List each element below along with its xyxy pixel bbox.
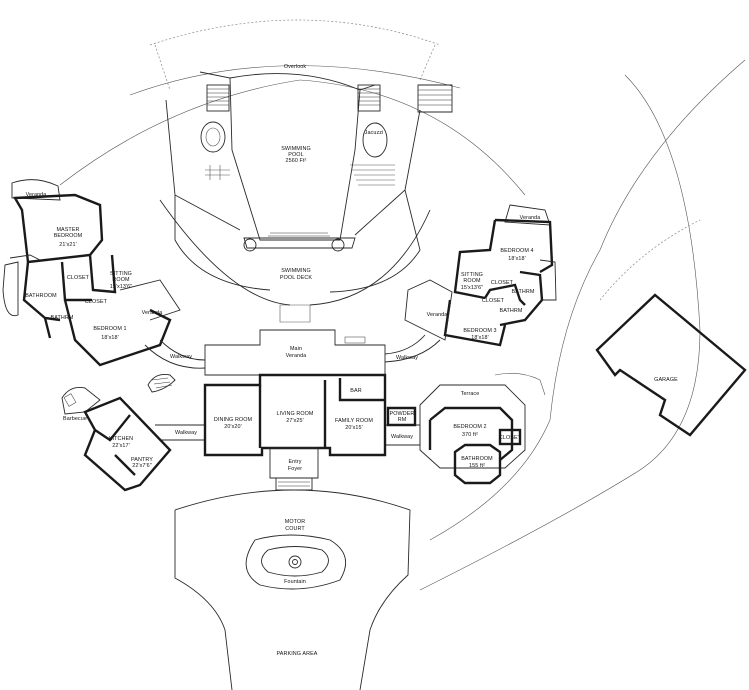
east-sitting-label-2: ROOM	[463, 278, 481, 284]
trellis-right	[350, 164, 395, 186]
bar-label: BAR	[350, 388, 361, 394]
bedroom3-size: 18'x18'	[471, 335, 488, 341]
master-bedroom-label-2: BEDROOM	[54, 233, 83, 239]
bedroom3-label: BEDROOM 3	[463, 328, 496, 334]
family-room-label: FAMILY ROOM	[335, 418, 373, 424]
master-closet-label: CLOSET	[67, 275, 90, 281]
master-closet2-label: CLOSET	[85, 299, 108, 305]
east-bathrm2-label: BATHRM	[500, 308, 523, 314]
motor-court: MOTOR COURT Fountain PARKING AREA	[174, 489, 411, 690]
planter-pool-right	[331, 238, 345, 252]
master-bathroom-label: BATHROOM	[25, 293, 57, 299]
bar-counter	[344, 336, 366, 344]
kitchen-size: 22'x17'	[112, 443, 129, 449]
entry-label-1: Entry	[288, 459, 301, 465]
planter-left-inner	[205, 127, 221, 147]
bedroom2-label: BEDROOM 2	[453, 424, 486, 430]
master-sitting-label-2: ROOM	[112, 277, 130, 283]
living-room-label: LIVING ROOM	[276, 411, 313, 417]
kitchen-label: KITCHEN	[109, 436, 133, 442]
spiral-stair	[147, 374, 176, 393]
pool-deck-label-1: SWIMMING	[281, 268, 311, 274]
east-veranda-top-label: Veranda	[520, 215, 541, 221]
east-bathrm-label: BATHRM	[512, 289, 535, 295]
barbecue-label: Barbecue	[63, 416, 87, 422]
pool-deck-label-2: POOL DECK	[280, 275, 312, 281]
walkways: Walkway Walkway Walkway Walkway	[144, 334, 441, 446]
main-house: Main Veranda BAR DINING ROOM 20'x20' LIV…	[203, 329, 387, 491]
terrace-label: Terrace	[461, 391, 480, 397]
powder-label-2: RM	[398, 417, 407, 423]
walkway-kitchen-label: Walkway	[175, 430, 197, 436]
master-sitting-size: 15'x13'6"	[110, 284, 133, 290]
pool-area: Overlook Jacuzzi SWIMMING POOL 2560 Ft² …	[159, 64, 453, 323]
site-arcs	[59, 19, 746, 591]
master-sitting-label: SITTING	[110, 271, 132, 277]
dining-room-label: DINING ROOM	[214, 417, 253, 423]
pool-stairs-far-right	[417, 84, 453, 113]
walkway-left-label: Walkway	[170, 354, 192, 360]
east-wing: Veranda BEDROOM 4 18'x18' SITTING ROOM 1…	[404, 204, 557, 347]
jacuzzi-shape	[362, 122, 388, 158]
overview-label: Overlook	[284, 64, 307, 70]
pantry-size: 22'x7'6"	[132, 463, 151, 469]
walkway-right-label: Walkway	[396, 355, 418, 361]
motor-court-label-1: MOTOR	[285, 519, 305, 525]
jacuzzi-label: Jacuzzi	[365, 130, 384, 136]
pool-name-label: SWIMMING	[281, 146, 311, 152]
powder-label-1: POWDER	[390, 411, 415, 417]
dining-room-size: 20'x20'	[224, 424, 241, 430]
east-closet-label: CLOSET	[491, 280, 514, 286]
east-octagon-suite: POWDER RM Terrace BEDROOM 2 370 ft² BATH…	[386, 373, 546, 485]
trellis-left	[205, 165, 230, 180]
east-veranda-label: Veranda	[427, 312, 448, 318]
pool-area-label: 2560 Ft²	[286, 158, 307, 164]
pool-stairs-right	[357, 84, 381, 112]
main-veranda-label-2: Veranda	[286, 353, 307, 359]
planter-pool-left	[243, 238, 257, 252]
garage: GARAGE	[595, 293, 747, 437]
bedroom4-size: 18'x18'	[508, 256, 525, 262]
motor-court-label-2: COURT	[285, 526, 305, 532]
pool-name2-label: POOL	[288, 152, 303, 158]
bathroom-east-size: 155 ft²	[469, 463, 485, 469]
master-veranda-label: Veranda	[26, 192, 47, 198]
fountain-basin	[288, 555, 302, 569]
master-bedroom-size: 21'x21'	[59, 242, 76, 248]
closet-east-box	[498, 428, 522, 446]
pool-steps-bottom	[268, 232, 330, 237]
bedroom1-size: 18'x18'	[101, 335, 118, 341]
pool-stairs-left	[206, 84, 230, 112]
garage-label: GARAGE	[654, 377, 678, 383]
parking-label: PARKING AREA	[277, 651, 318, 657]
east-sitting-size: 15'x13'6"	[461, 285, 484, 291]
main-veranda-label-1: Main	[290, 346, 302, 352]
pantry-label: PANTRY	[131, 457, 153, 463]
closet-east-label: CLOSET	[499, 435, 522, 441]
master-bedroom-label-1: MASTER	[56, 227, 79, 233]
east-sitting-label: SITTING	[461, 272, 483, 278]
master-bathrm-label: BATHRM	[51, 315, 74, 321]
master-suite: Veranda MASTER BEDROOM 21'x21' CLOSET CL…	[2, 179, 181, 367]
planter-left	[200, 121, 226, 153]
fountain-jet	[292, 559, 298, 565]
bedroom4-label: BEDROOM 4	[500, 248, 533, 254]
bedroom1-label: BEDROOM 1	[93, 326, 126, 332]
kitchen-wing: Barbecue KITCHEN 22'x17' PANTRY 22'x7'6"	[61, 387, 172, 492]
entry-label-2: Foyer	[288, 466, 302, 472]
family-room-size: 20'x15'	[345, 425, 362, 431]
bedroom2-size: 370 ft²	[462, 432, 478, 438]
fountain-label: Fountain	[284, 579, 306, 585]
living-room-size: 27'x25'	[286, 418, 303, 424]
east-closet2-label: CLOSET	[482, 298, 505, 304]
bathroom-east-label: BATHROOM	[461, 456, 493, 462]
master-veranda2-label: Veranda	[142, 310, 163, 316]
walkway-east-label: Walkway	[391, 434, 413, 440]
